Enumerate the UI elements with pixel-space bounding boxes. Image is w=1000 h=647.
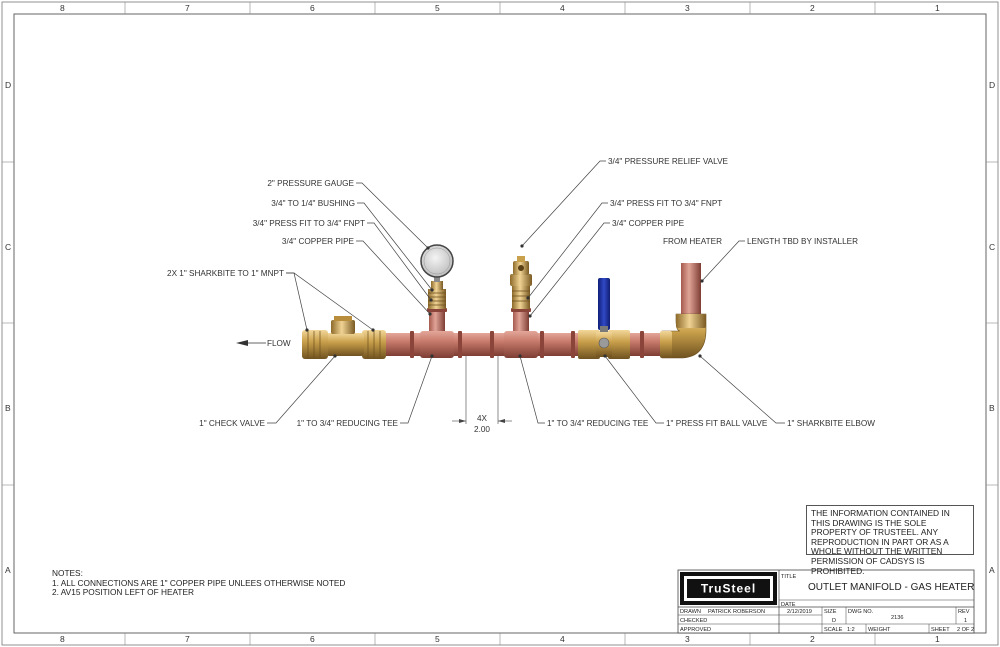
callout-flow: FLOW xyxy=(267,339,291,348)
ball-valve-handle xyxy=(598,278,610,330)
callout-sharkbite-elbow: 1" SHARKBITE ELBOW xyxy=(787,419,875,428)
check-valve xyxy=(326,316,364,356)
zone-col-label: 5 xyxy=(435,3,440,13)
weight-label: WEIGHT xyxy=(868,627,891,633)
zone-col-label: 1 xyxy=(935,634,940,644)
zone-labels-top: 8 7 6 5 4 3 2 1 xyxy=(60,3,940,13)
sheet-label: SHEET xyxy=(931,627,950,633)
callout-copper-pipe-right: 3/4" COPPER PIPE xyxy=(612,219,685,228)
callout-labels: 2" PRESSURE GAUGE 3/4" TO 1/4" BUSHING 3… xyxy=(167,157,875,434)
leader-lines xyxy=(267,160,785,424)
property-notice: THE INFORMATION CONTAINED IN THIS DRAWIN… xyxy=(806,505,974,575)
zone-col-label: 3 xyxy=(685,3,690,13)
zone-labels-bottom: 8 7 6 5 4 3 2 1 xyxy=(60,634,940,644)
pressure-gauge-stack xyxy=(420,244,454,309)
zone-labels-right: D C B A xyxy=(989,80,995,575)
zone-col-label: 8 xyxy=(60,3,65,13)
zone-col-label: 8 xyxy=(60,634,65,644)
zone-col-label: 4 xyxy=(560,3,565,13)
size-label: SIZE xyxy=(824,609,837,615)
callout-press-fit-left: 3/4" PRESS FIT TO 3/4" FNPT xyxy=(253,219,365,228)
callout-press-fit-right: 3/4" PRESS FIT TO 3/4" FNPT xyxy=(610,199,722,208)
sheet-value: 2 OF 2 xyxy=(957,627,974,633)
date-label: DATE xyxy=(781,602,796,608)
vertical-copper-pipe xyxy=(681,263,701,323)
drawing-title: OUTLET MANIFOLD - GAS HEATER xyxy=(808,582,974,593)
dimension-value: 2.00 xyxy=(474,425,490,434)
zone-col-label: 5 xyxy=(435,634,440,644)
zone-row-label: A xyxy=(989,565,995,575)
callout-copper-pipe-left: 3/4" COPPER PIPE xyxy=(282,237,355,246)
scale-value: 1:2 xyxy=(847,627,855,633)
zone-col-label: 7 xyxy=(185,3,190,13)
sharkbite-fitting-left xyxy=(302,330,328,359)
callout-relief-valve: 3/4" PRESSURE RELIEF VALVE xyxy=(608,157,729,166)
zone-row-label: C xyxy=(5,242,11,252)
callout-pressure-gauge: 2" PRESSURE GAUGE xyxy=(267,179,354,188)
pressure-relief-valve xyxy=(510,256,532,309)
scale-label: SCALE xyxy=(824,627,843,633)
svg-text:TruSteel: TruSteel xyxy=(701,582,756,596)
callout-sharkbite-mnpt: 2X 1" SHARKBITE TO 1" MNPT xyxy=(167,269,284,278)
zone-col-label: 2 xyxy=(810,3,815,13)
callout-check-valve: 1" CHECK VALVE xyxy=(199,419,265,428)
rev-value: 1 xyxy=(964,618,967,624)
zone-row-label: B xyxy=(989,403,995,413)
reducing-tee-left xyxy=(420,308,454,358)
press-fit-rings xyxy=(410,331,644,358)
flow-arrow xyxy=(236,340,266,346)
trusteel-logo: TruSteel xyxy=(680,572,777,605)
title-block: TruSteel TITLE OUTLET MANIFOLD - GAS HEA… xyxy=(677,569,975,634)
dwg-no-label: DWG NO. xyxy=(848,609,874,615)
checked-label: CHECKED xyxy=(680,618,707,624)
zone-col-label: 2 xyxy=(810,634,815,644)
zone-labels-left: D C B A xyxy=(5,80,11,575)
sharkbite-fitting-right xyxy=(362,330,386,359)
rev-label: REV xyxy=(958,609,970,615)
manifold-assembly xyxy=(302,244,707,359)
callout-reducing-tee-right: 1" TO 3/4" REDUCING TEE xyxy=(547,419,649,428)
zone-row-label: B xyxy=(5,403,11,413)
note-item: 1. ALL CONNECTIONS ARE 1" COPPER PIPE UN… xyxy=(52,577,346,588)
callout-bushing: 3/4" TO 1/4" BUSHING xyxy=(271,199,355,208)
notes-heading: NOTES: xyxy=(52,568,83,578)
zone-col-label: 3 xyxy=(685,634,690,644)
zone-col-label: 4 xyxy=(560,634,565,644)
zone-row-label: A xyxy=(5,565,11,575)
pressure-gauge-dial xyxy=(420,244,454,278)
ball-valve xyxy=(578,278,630,359)
drawn-by: PATRICK ROBERSON xyxy=(708,609,765,615)
zone-col-label: 6 xyxy=(310,3,315,13)
size-value: D xyxy=(832,618,836,624)
dwg-no-value: 2136 xyxy=(891,615,903,621)
callout-length-tbd: LENGTH TBD BY INSTALLER xyxy=(747,237,858,246)
zone-row-label: D xyxy=(989,80,995,90)
sharkbite-elbow xyxy=(660,263,707,359)
approved-label: APPROVED xyxy=(680,627,711,633)
note-item: 2. AV15 POSITION LEFT OF HEATER xyxy=(52,587,195,598)
zone-col-label: 1 xyxy=(935,3,940,13)
zone-col-label: 6 xyxy=(310,634,315,644)
callout-reducing-tee-left: 1" TO 3/4" REDUCING TEE xyxy=(297,419,399,428)
drawn-label: DRAWN xyxy=(680,609,701,615)
reducing-tee-right xyxy=(504,308,538,358)
zone-row-label: D xyxy=(5,80,11,90)
dimension-count: 4X xyxy=(477,414,488,423)
drawn-date: 2/12/2019 xyxy=(787,609,812,615)
notes-block: NOTES: 1. ALL CONNECTIONS ARE 1" COPPER … xyxy=(52,568,346,598)
callout-ball-valve: 1" PRESS FIT BALL VALVE xyxy=(666,419,768,428)
callout-from-heater: FROM HEATER xyxy=(663,237,722,246)
zone-row-label: C xyxy=(989,242,995,252)
title-label: TITLE xyxy=(781,574,796,580)
zone-col-label: 7 xyxy=(185,634,190,644)
